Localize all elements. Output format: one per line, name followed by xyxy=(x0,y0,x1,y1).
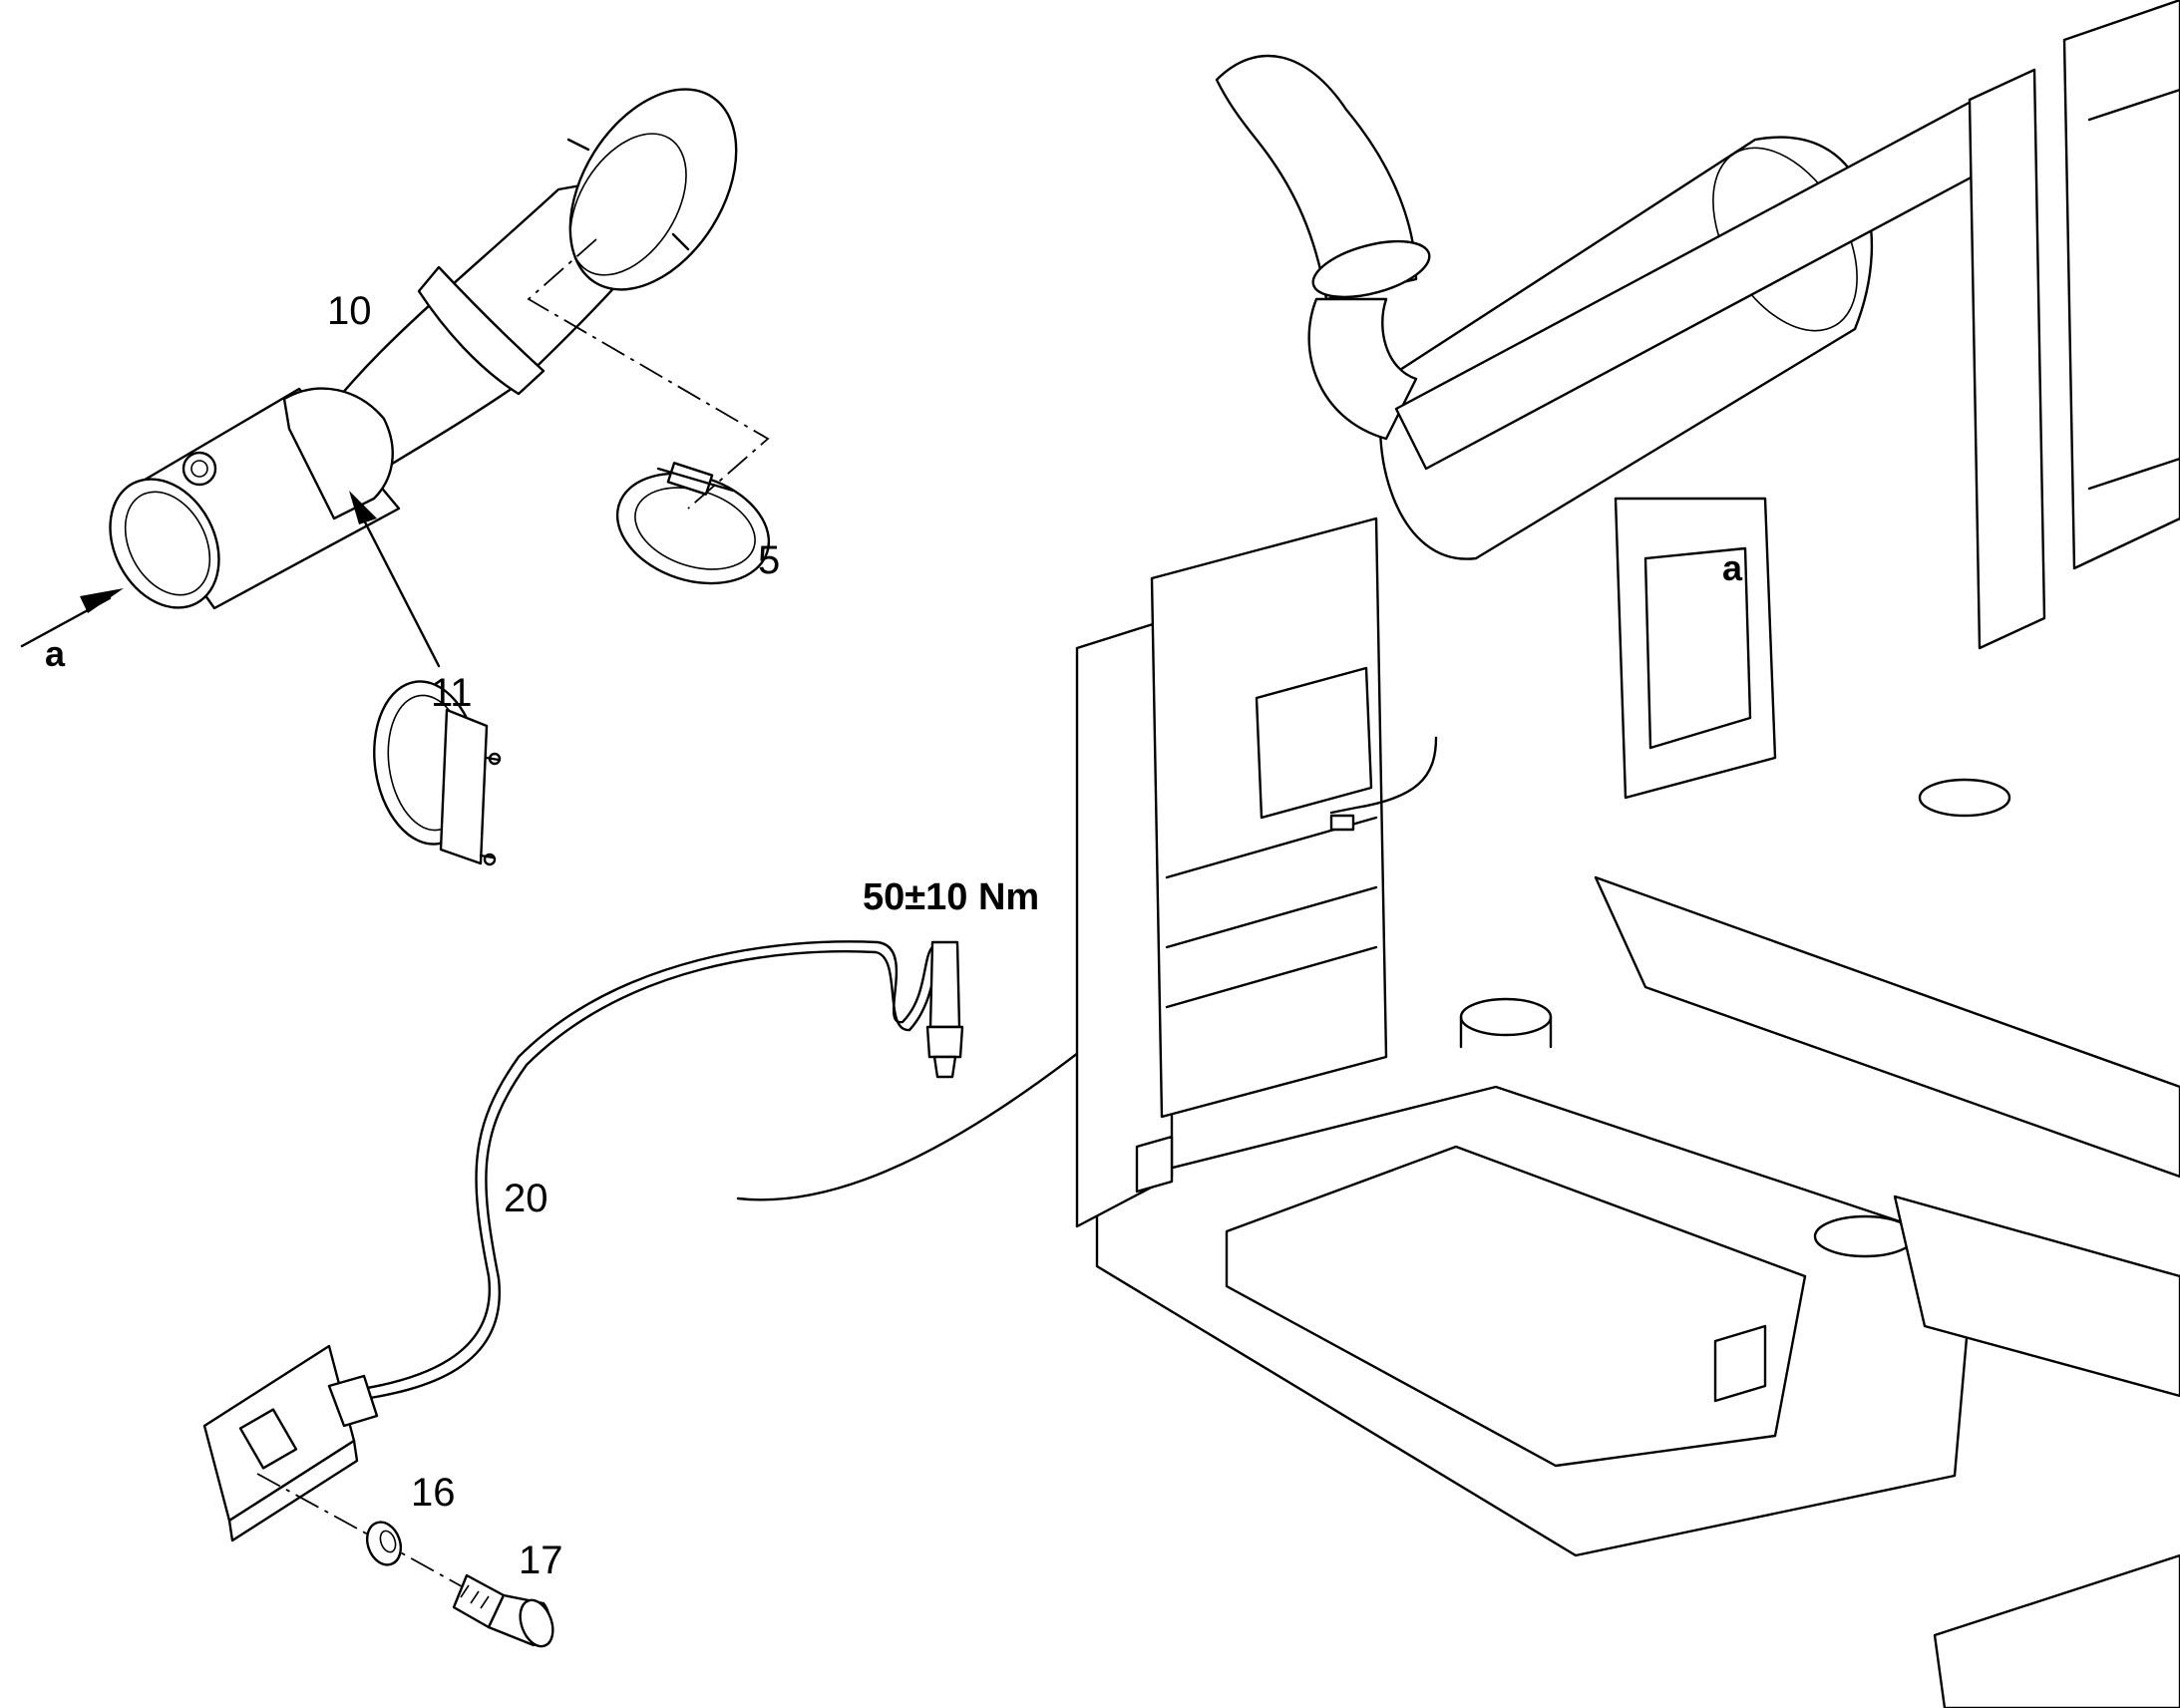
mounting-clamp-part-11 xyxy=(373,680,502,866)
nox-sensor-cable-part-20 xyxy=(202,940,964,1542)
socket-head-bolt-part-17 xyxy=(452,1573,554,1648)
callout-part-16: 16 xyxy=(411,1471,456,1515)
machine-frame-assembly xyxy=(1075,0,2180,1708)
callout-part-5: 5 xyxy=(758,538,780,582)
callout-part-20: 20 xyxy=(504,1177,548,1220)
callout-part-10: 10 xyxy=(327,289,372,333)
callout-part-11: 11 xyxy=(431,671,473,715)
washer-part-16 xyxy=(365,1521,403,1566)
exhaust-pipe-part-10 xyxy=(109,88,738,610)
v-band-clamp-part-5 xyxy=(615,462,771,585)
view-arrow-label-a-right: a xyxy=(1722,547,1743,588)
torque-spec: 50±10 Nm xyxy=(863,876,1039,918)
view-arrow-label-a-left: a xyxy=(45,633,66,674)
assembly-centerline-5 xyxy=(527,238,770,510)
callout-part-17: 17 xyxy=(519,1538,563,1582)
